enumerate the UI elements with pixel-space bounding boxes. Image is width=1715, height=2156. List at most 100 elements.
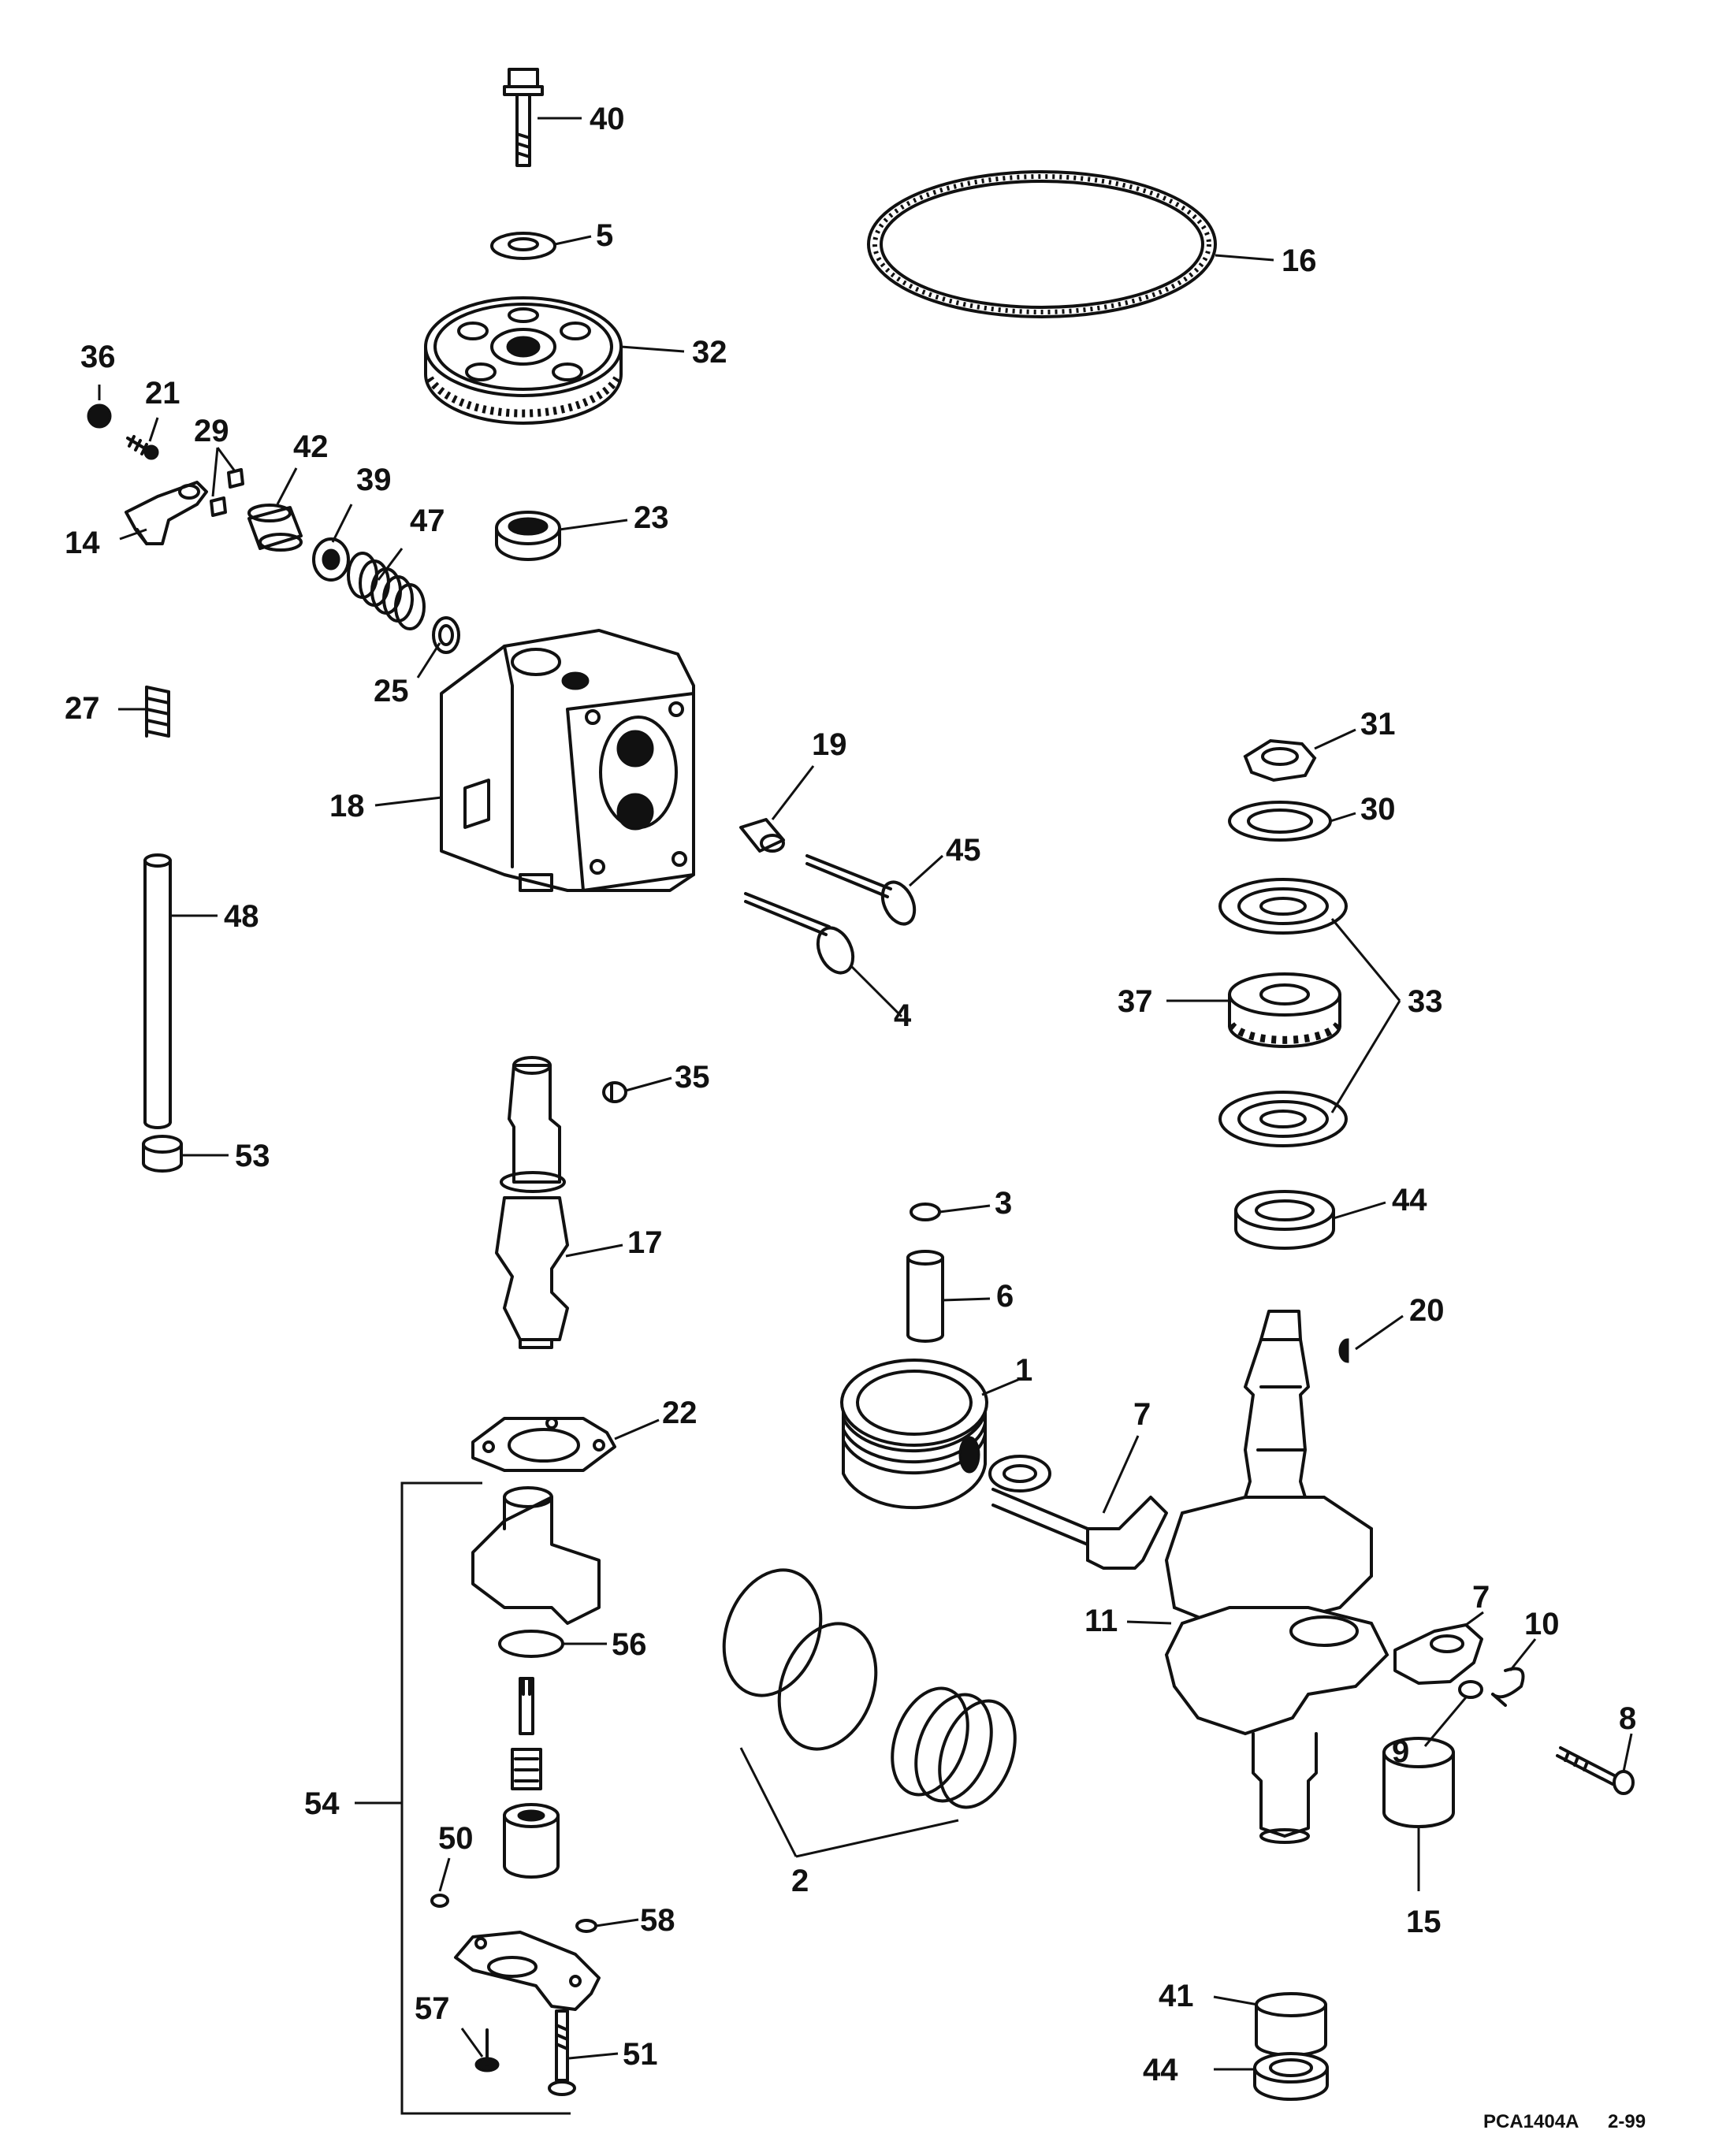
callout-labels: 40 5 16 32 36 21 29 42 39 47 23 14 25 27… [65,102,1636,2087]
callout-17: 17 [627,1225,663,1260]
part-18-cylinder-head [440,629,695,892]
part-51-bolt [548,2009,576,2096]
callout-33: 33 [1408,984,1443,1019]
callout-51: 51 [623,2037,658,2072]
part-11-crankshaft [1164,1310,1389,1844]
part-17-camshaft [495,1056,569,1349]
callout-7-lower: 7 [1472,1580,1490,1615]
callout-54: 54 [304,1786,340,1821]
part-32-camshaft-pulley [424,296,623,425]
callout-53: 53 [235,1139,270,1173]
part-4-valve [744,892,855,975]
callout-25: 25 [374,674,409,708]
part-33-plate-upper [1218,878,1348,935]
part-56-o-ring [498,1630,564,1658]
part-22-gasket [471,1417,616,1472]
callout-10: 10 [1524,1607,1560,1641]
part-8-bolt [1556,1746,1635,1795]
callout-6: 6 [996,1279,1014,1314]
callout-2: 2 [791,1864,809,1898]
part-14-rocker-arm [125,481,208,545]
part-50-o-ring [430,1894,449,1908]
part-27-spring [145,686,170,738]
part-21-screw [126,435,159,460]
callout-45: 45 [946,833,981,868]
callout-50: 50 [438,1821,474,1856]
callout-5: 5 [596,218,613,253]
part-47-valve-spring [347,552,426,630]
part-44-seal-upper [1234,1190,1335,1250]
part-31-nut [1243,738,1317,782]
callout-11: 11 [1084,1604,1118,1638]
part-oil-pump-housing [471,1486,601,1625]
callout-37: 37 [1118,984,1153,1019]
callout-47: 47 [410,504,445,538]
part-33-plate-lower [1218,1091,1348,1147]
part-10-clip [1491,1667,1525,1707]
part-5-washer [490,232,556,260]
callout-56: 56 [612,1627,647,1662]
leader-lines [98,117,1633,2071]
callout-48: 48 [224,899,259,934]
part-41-bushing [1255,1992,1327,2057]
part-58-o-ring [575,1919,597,1933]
part-35-key [602,1081,627,1103]
callout-7-upper: 7 [1133,1397,1151,1432]
reference-footer: PCA1404A 2-99 [1483,2111,1646,2132]
part-pump-cover [454,1931,601,2011]
part-42-valve-cap [247,504,303,552]
part-40-bolt [503,68,544,167]
callout-44-lower: 44 [1143,2053,1178,2087]
part-53-bushing [142,1135,183,1173]
callout-36: 36 [80,340,116,374]
part-29-keepers [210,468,244,517]
part-39-retainer [312,537,350,582]
callout-29: 29 [194,414,229,448]
part-7-connecting-rod [988,1455,1168,1570]
callout-35: 35 [675,1060,710,1095]
part-45-valve [805,854,917,926]
part-2-piston-rings [722,1568,1017,1809]
callout-41: 41 [1159,1979,1194,2013]
callout-42: 42 [293,429,329,464]
part-48-tube [143,853,172,1129]
callout-3: 3 [995,1186,1012,1221]
part-30-washer [1228,801,1332,842]
callout-31: 31 [1360,707,1396,742]
part-19-valve-guide [739,818,785,853]
callout-8: 8 [1619,1701,1636,1736]
part-15-bearing [1382,1737,1455,1828]
callout-9: 9 [1392,1734,1409,1769]
part-36-nut [87,403,112,429]
part-pump-rotor [503,1803,560,1879]
part-54-bracket [400,1481,571,2115]
part-25-valve-seal [432,616,460,654]
callout-20: 20 [1409,1293,1445,1328]
callout-21: 21 [145,376,180,411]
callout-40: 40 [590,102,625,136]
revision-date: 2-99 [1608,2111,1646,2132]
part-57-screw [474,2028,500,2072]
callout-22: 22 [662,1396,698,1430]
part-1-piston [840,1359,988,1510]
callout-1: 1 [1015,1353,1032,1388]
part-pump-shaft [519,1677,534,1735]
callout-39: 39 [356,463,392,497]
part-9-washer [1458,1680,1483,1699]
callout-19: 19 [812,727,847,762]
callout-14: 14 [65,526,100,560]
part-44-seal-lower [1253,2052,1329,2101]
part-20-key [1338,1338,1349,1363]
part-6-piston-pin [906,1250,944,1343]
part-7-rod-cap [1393,1623,1483,1685]
callout-58: 58 [640,1903,675,1938]
callout-44-upper: 44 [1392,1183,1427,1217]
part-pump-gear [511,1748,542,1790]
part-16-timing-belt [867,170,1217,318]
callout-57: 57 [415,1991,450,2026]
callout-15: 15 [1406,1905,1442,1939]
part-37-gear [1227,972,1342,1048]
reference-code: PCA1404A [1483,2111,1579,2132]
callout-16: 16 [1282,243,1317,278]
